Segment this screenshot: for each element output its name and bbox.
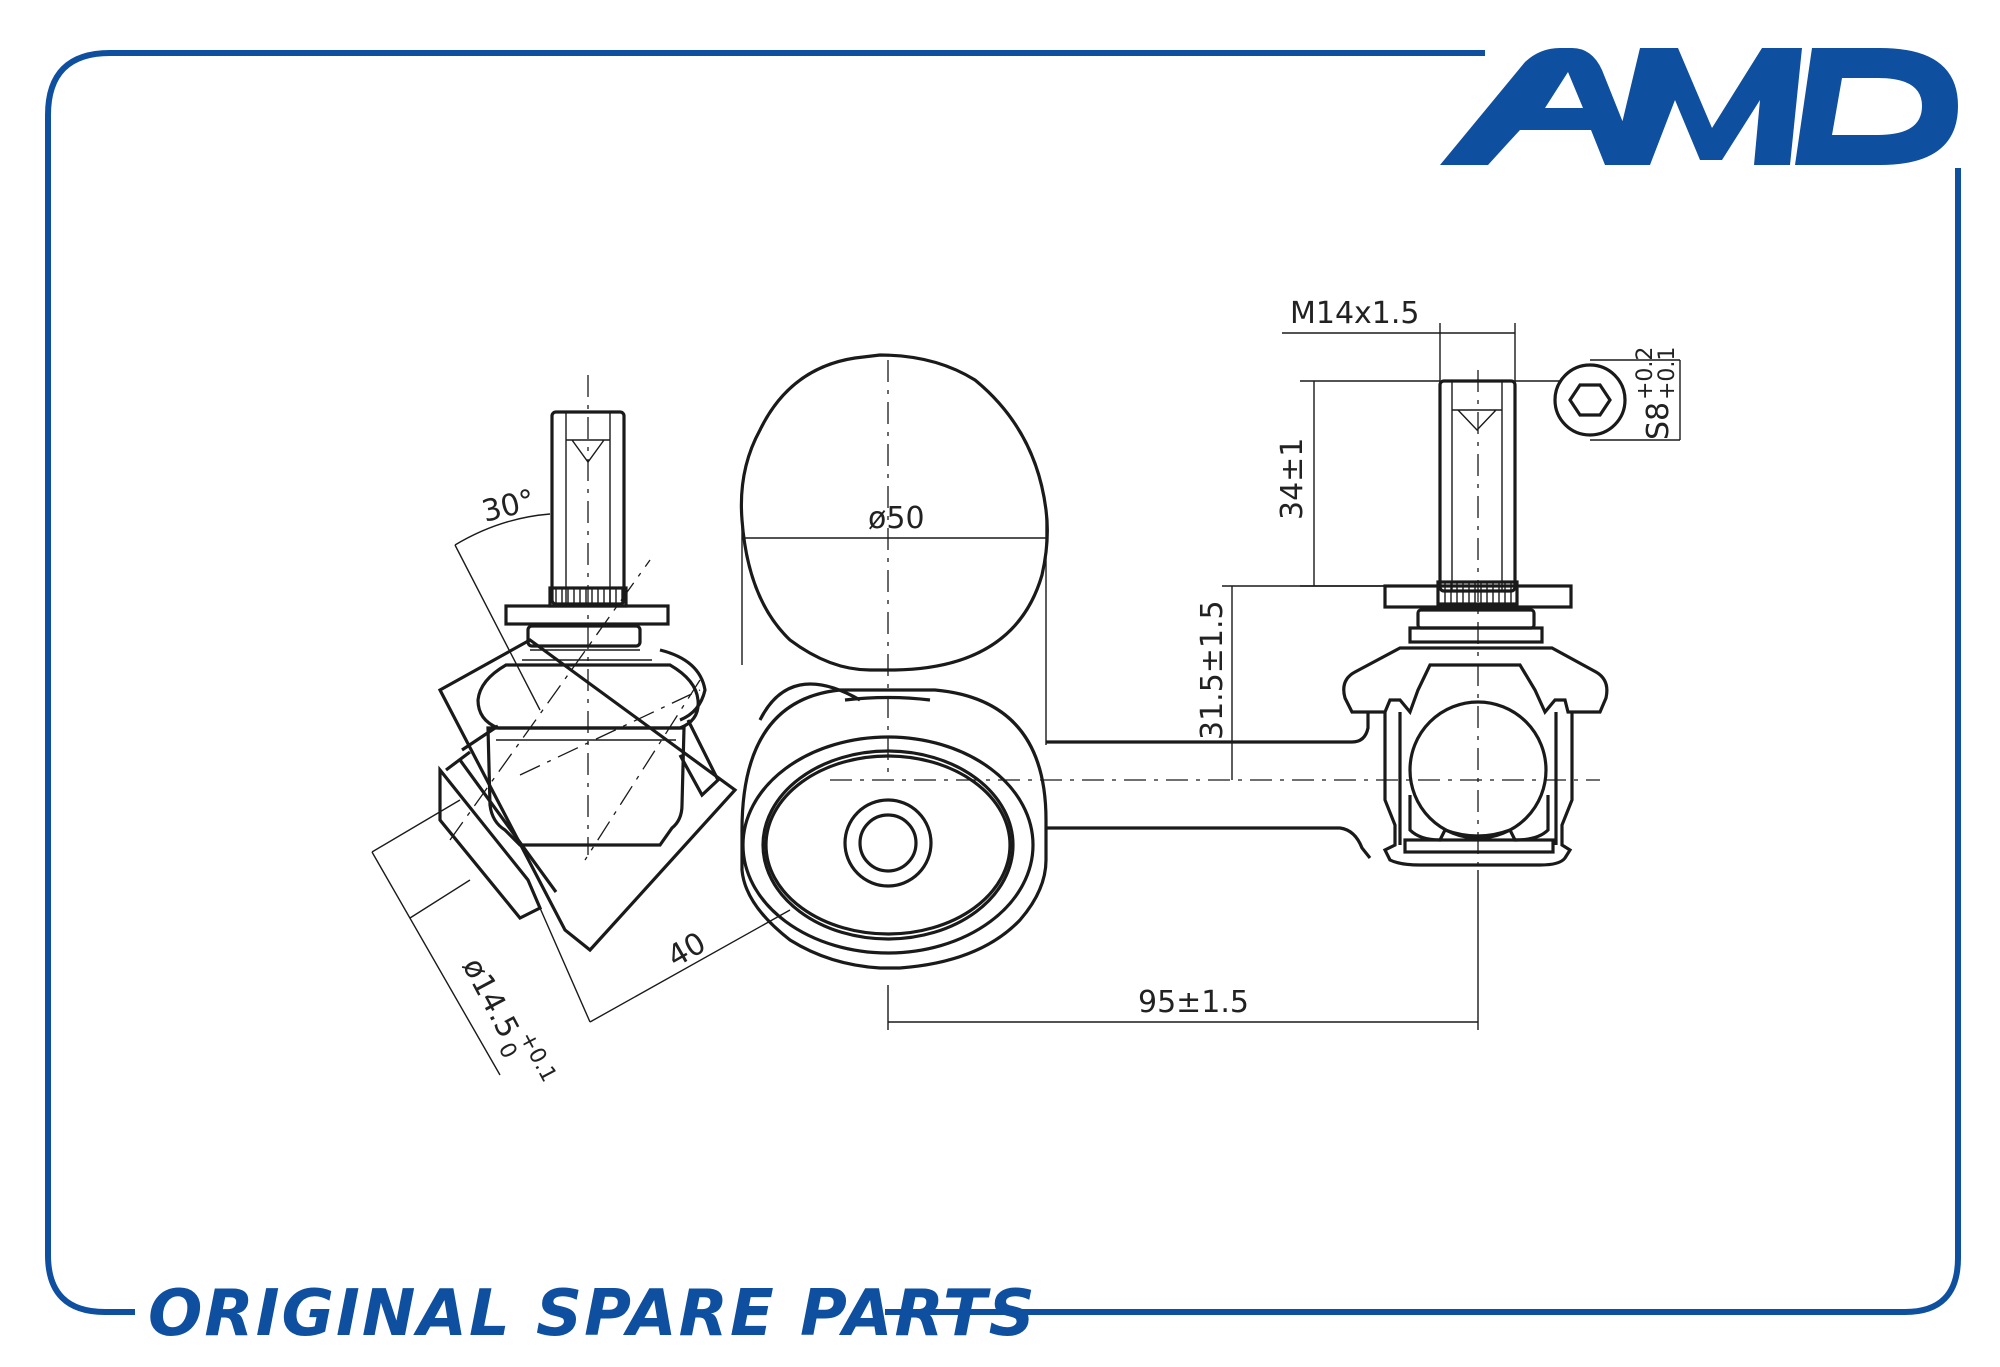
sheet-frame: [45, 50, 1961, 1315]
amd-logo: [1440, 48, 1958, 165]
height-dimension: 31.5±1.5: [1195, 600, 1230, 740]
bushing: [739, 353, 1600, 970]
taper-diameter-dimension: ø14.5 +0.1 0: [455, 952, 561, 1087]
brand-tagline: ORIGINAL SPARE PARTS: [148, 1277, 1037, 1351]
hex-socket-dimension: S8 +0.2 +0.1: [1633, 347, 1680, 440]
hex-socket-tol-upper: +0.2: [1633, 347, 1658, 400]
hex-socket-detail: [1515, 359, 1680, 441]
bushing-diameter-dimension: ø50: [868, 501, 925, 536]
thread-dimension: M14x1.5: [1290, 296, 1420, 331]
dimension-lines: [371, 323, 1681, 1076]
hex-socket-tol-lower: +0.1: [1655, 347, 1680, 400]
stud-length-dimension: 34±1: [1275, 438, 1310, 520]
angle-dimension: 30°: [478, 483, 538, 530]
offset-dimension: 95±1.5: [1138, 985, 1249, 1020]
taper-diameter-tol-upper: +0.1: [514, 1028, 561, 1087]
left-ball-joint: [437, 375, 738, 953]
link-arm: [1046, 712, 1372, 859]
right-ball-joint: [1342, 370, 1609, 870]
taper-diameter-size: ø14.5: [455, 952, 526, 1044]
joint-length-dimension: 40: [662, 926, 713, 975]
hex-socket-size: S8: [1641, 402, 1676, 440]
